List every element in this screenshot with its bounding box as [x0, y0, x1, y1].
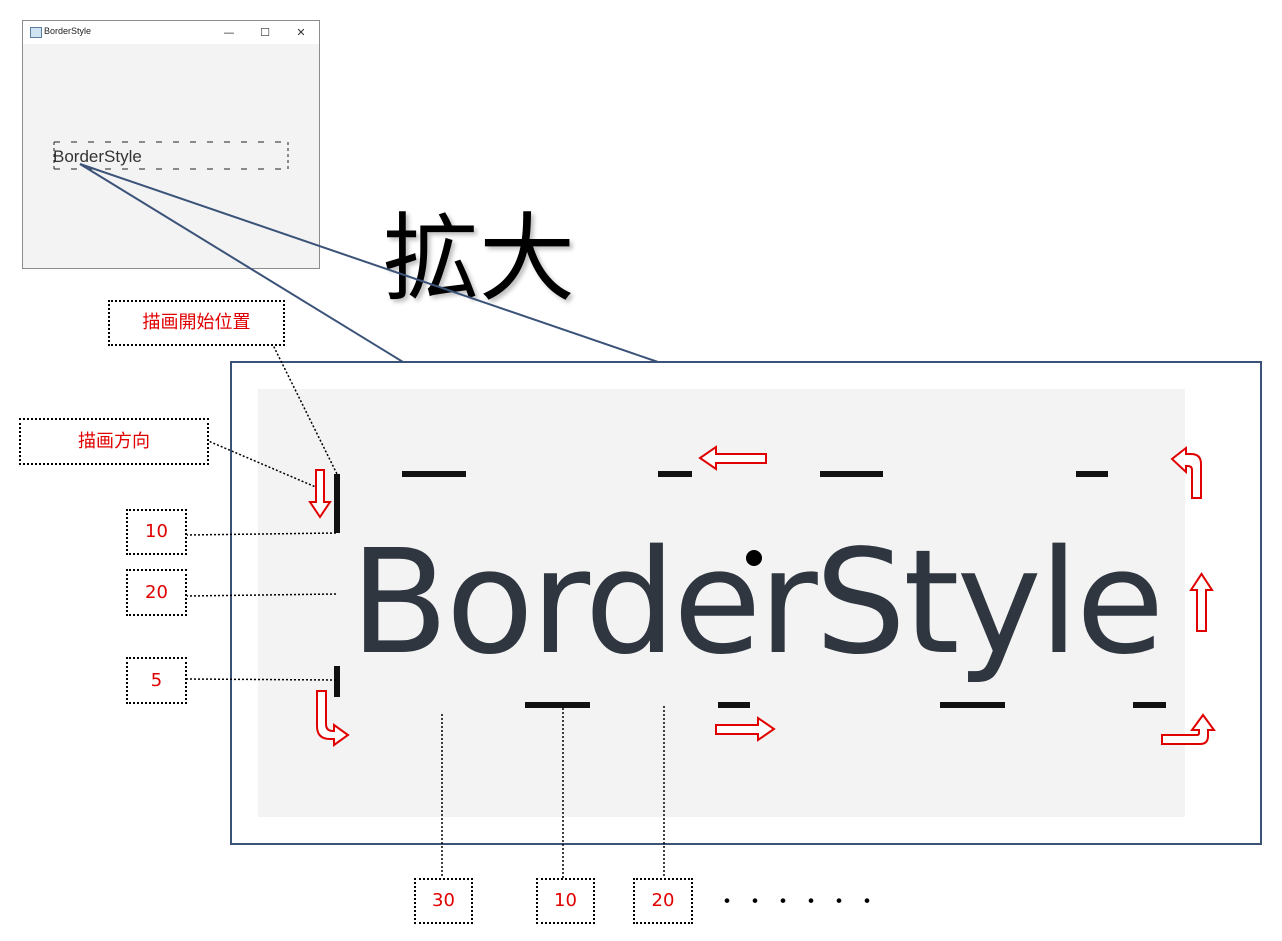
enlarge-heading: 拡大 — [383, 203, 575, 315]
app-window: BorderStyle — ☐ ✕ BorderStyle — [22, 20, 320, 269]
bend-arrow-icon — [1161, 713, 1216, 745]
zoomed-borderstyle-label: BorderStyle — [350, 518, 1164, 686]
callout-segment-10-left: 10 — [126, 509, 187, 555]
callout-segment-5-left: 5 — [126, 657, 187, 704]
ellipsis: ・・・・・・ — [716, 890, 885, 915]
minimize-button[interactable]: — — [223, 26, 235, 39]
borderstyle-label: BorderStyle — [53, 147, 142, 166]
callout-segment-30-bottom: 30 — [414, 878, 473, 924]
zoomed-dashed-border — [334, 471, 1166, 708]
zoom-panel: BorderStyle — [258, 389, 1185, 817]
down-arrow-icon — [308, 469, 332, 519]
callout-direction: 描画方向 — [19, 418, 209, 465]
right-arrow-icon — [715, 716, 776, 742]
callout-segment-20-left: 20 — [126, 569, 187, 616]
left-arrow-icon — [698, 445, 767, 471]
up-arrow-icon — [1189, 572, 1214, 632]
small-dashed-border — [53, 141, 289, 170]
bend-arrow-icon — [1170, 445, 1202, 499]
window-app-icon — [30, 27, 42, 38]
window-titlebar: BorderStyle — ☐ ✕ — [23, 21, 319, 44]
callout-segment-10-bottom: 10 — [536, 878, 595, 924]
window-title: BorderStyle — [44, 26, 92, 36]
magnify-connector — [79, 163, 659, 363]
leader-lines — [185, 342, 665, 878]
zoom-frame: BorderStyle — [230, 361, 1262, 845]
maximize-button[interactable]: ☐ — [260, 26, 270, 39]
bend-arrow-icon — [316, 690, 350, 747]
pivot-dot — [746, 550, 762, 566]
callout-start-position: 描画開始位置 — [108, 300, 285, 346]
close-button[interactable]: ✕ — [296, 26, 306, 39]
callout-segment-20-bottom: 20 — [633, 878, 693, 924]
